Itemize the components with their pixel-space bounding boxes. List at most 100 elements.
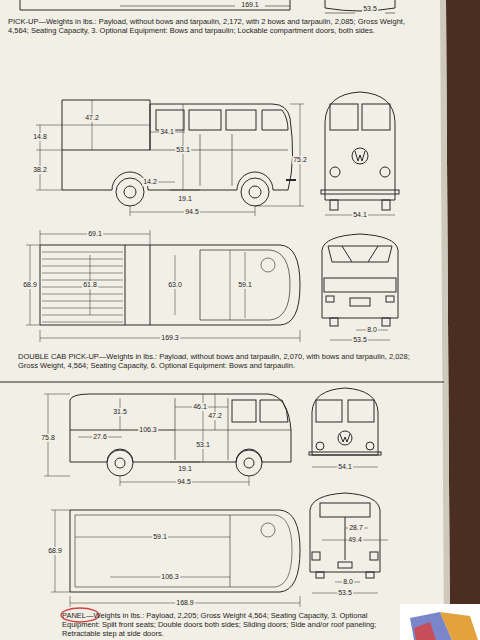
caption-text: DOUBLE CAB PICK-UP—Weights in lbs.: Payl… — [18, 352, 428, 370]
double-cab-rear-view-stroke — [386, 296, 394, 302]
double-cab-front-view-stroke — [330, 104, 358, 130]
dimension-label: 8.0 — [342, 578, 354, 586]
dimension-lines-stroke — [36, 150, 62, 151]
dimension-lines-stroke — [130, 206, 131, 216]
dimension-label: 27.6 — [92, 433, 108, 441]
panel-rear-view-stroke — [366, 572, 374, 578]
dimension-label: 169.3 — [160, 334, 180, 342]
panel-rear-view-stroke — [312, 528, 388, 593]
panel-plan-view-stroke — [75, 515, 292, 587]
line-drawing — [0, 0, 444, 607]
double-cab-rear-view-stroke — [368, 246, 378, 262]
panel-side-view-stroke — [70, 394, 291, 462]
dimension-label: 61.8 — [82, 281, 98, 289]
panel-plan-view — [51, 510, 300, 607]
panel-front-view-stroke — [316, 400, 342, 422]
double-cab-side-view-stroke — [62, 104, 293, 190]
double-cab-plan-view-stroke-stroke — [26, 245, 40, 246]
dimension-label: 69.1 — [87, 230, 103, 238]
double-cab-side-view — [62, 100, 296, 206]
double-cab-plan-view-stroke — [26, 230, 300, 342]
double-cab-plan-view-stroke-stroke — [42, 301, 123, 302]
panel-side-view-stroke — [232, 400, 256, 422]
double-cab-rear-view-stroke — [322, 234, 398, 318]
double-cab-plan-view-stroke-stroke — [300, 330, 301, 342]
double-cab-rear-view — [322, 234, 398, 340]
double-cab-plan-view-stroke — [261, 258, 275, 272]
dimension-label: 34.1 — [159, 128, 175, 136]
double-cab-side-view-stroke — [124, 186, 136, 198]
panel-front-view-stroke — [312, 388, 378, 455]
pickup-partial-stroke — [265, 6, 290, 7]
panel-side-view-stroke-stroke — [44, 394, 70, 395]
panel-front-view — [309, 388, 381, 467]
panel-side-view-stroke — [115, 458, 125, 468]
double-cab-front-view-stroke — [380, 167, 390, 177]
dimension-label: 68.9 — [47, 547, 63, 555]
double-cab-rear-view-stroke — [342, 246, 352, 262]
double-cab-front-view-stroke — [330, 200, 338, 210]
background-stroke — [400, 604, 480, 640]
panel-plan-view-stroke — [70, 510, 300, 592]
panel-side-view-stroke — [260, 400, 288, 422]
panel-front-view-stroke — [309, 452, 381, 455]
dimension-label: 54.1 — [337, 463, 353, 471]
panel-side-view — [44, 394, 291, 486]
double-cab-side-view-stroke — [262, 110, 288, 130]
panel-front-view-stroke — [338, 431, 352, 445]
dimension-lines-stroke — [36, 190, 62, 191]
double-cab-plan-view-stroke — [42, 252, 123, 322]
dimension-label: 49.4 — [347, 536, 363, 544]
panel-rear-view-stroke — [310, 493, 380, 572]
double-cab-rear-view-stroke — [382, 318, 390, 326]
pickup-partial-stroke — [20, 0, 290, 10]
dimension-label: 46.1 — [192, 403, 208, 411]
double-cab-plan-view-stroke-stroke — [42, 308, 123, 309]
dimension-label: 14.2 — [142, 178, 158, 186]
panel-plan-view-stroke — [51, 510, 300, 607]
panel-side-view-stroke — [228, 398, 229, 460]
dimension-lines-stroke — [290, 104, 304, 105]
double-cab-plan-view-stroke — [230, 250, 231, 320]
double-cab-side-view-stroke — [241, 178, 269, 206]
dimension-label: 94.5 — [176, 478, 192, 486]
dimension-label: 53.5 — [337, 589, 353, 597]
double-cab-plan-view-stroke-stroke — [42, 266, 123, 267]
dimension-lines-stroke — [255, 206, 256, 216]
double-cab-plan-view — [26, 230, 300, 342]
panel-side-view-stroke-stroke — [70, 430, 175, 431]
dimension-label: 38.2 — [32, 166, 48, 174]
panel-side-view-stroke-stroke — [120, 476, 121, 486]
double-cab-plan-view-stroke-stroke — [42, 259, 123, 260]
dimension-label: 53.5 — [362, 5, 378, 13]
dimension-label: 19.1 — [177, 195, 193, 203]
dimension-label: 68.9 — [22, 281, 38, 289]
panel-plan-view-stroke-stroke — [70, 596, 71, 607]
panel-side-view-stroke-stroke — [249, 476, 250, 486]
double-cab-side-view-stroke — [249, 186, 261, 198]
dimension-label: 59.1 — [152, 533, 168, 541]
double-cab-side-view-stroke — [189, 110, 221, 130]
double-cab-side-view-stroke — [62, 100, 150, 150]
dimension-label: 106.3 — [138, 426, 158, 434]
double-cab-rear-view-stroke — [330, 318, 338, 326]
panel-side-view-stroke — [107, 450, 133, 476]
double-cab-side-view-stroke — [226, 110, 256, 130]
double-cab-front-view — [321, 92, 399, 215]
double-cab-front-view-stroke — [382, 200, 390, 210]
dimension-label: 106.3 — [160, 573, 180, 581]
double-cab-plan-view-stroke — [200, 250, 290, 320]
dimension-label: 28.7 — [348, 524, 364, 532]
double-cab-plan-view-stroke-stroke — [42, 252, 123, 253]
double-cab-plan-view-stroke-stroke — [40, 230, 41, 245]
double-cab-plan-view-stroke-stroke — [26, 325, 40, 326]
double-cab-side-view-stroke — [116, 178, 144, 206]
double-cab-front-view-stroke — [362, 104, 390, 130]
dimension-label: 31.5 — [112, 408, 128, 416]
dimension-label: 53.1 — [195, 441, 211, 449]
panel-rear-view-stroke — [338, 562, 352, 568]
double-cab-side-view-stroke — [232, 134, 233, 186]
